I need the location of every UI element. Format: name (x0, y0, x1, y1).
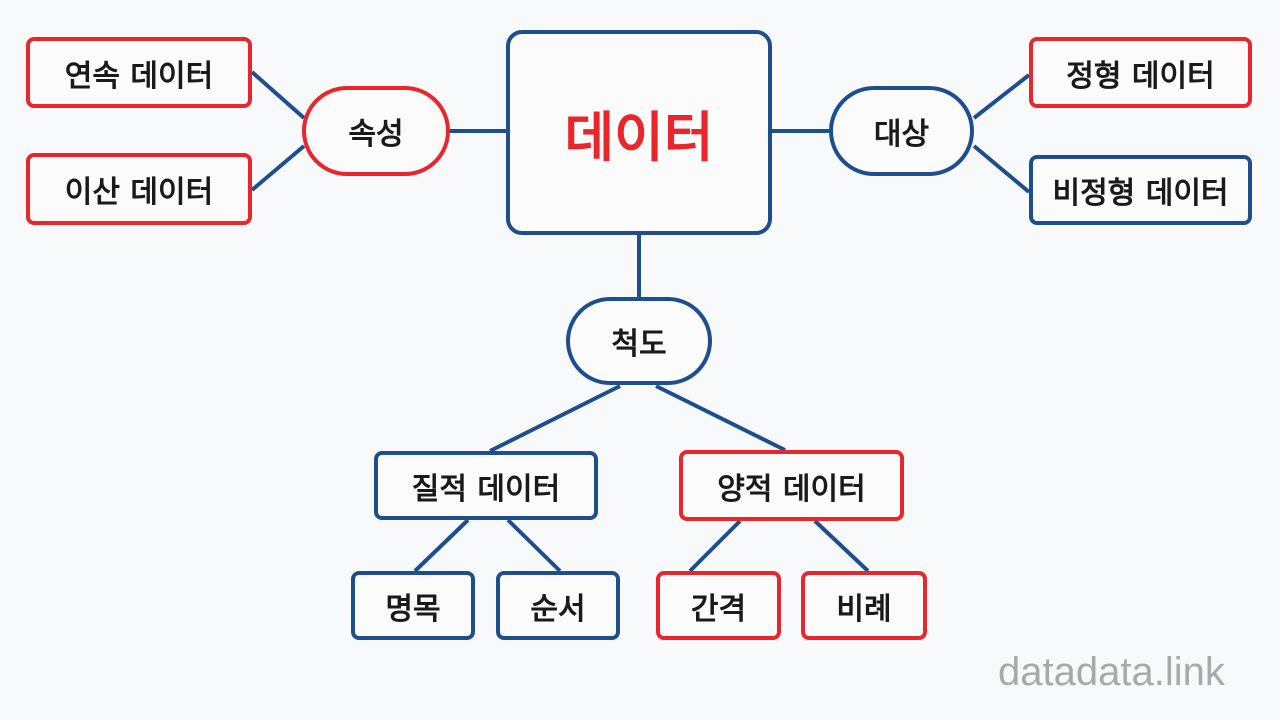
continuous-data-node: 연속 데이터 (26, 37, 252, 108)
connector (813, 519, 870, 573)
connector (250, 70, 306, 120)
nominal-node: 명목 (351, 571, 475, 640)
interval-node: 간격 (656, 571, 781, 640)
connector (688, 519, 742, 573)
connector (655, 384, 786, 452)
attribute-node: 속성 (302, 86, 450, 176)
ratio-node: 비례 (801, 571, 927, 640)
qualitative-data-node: 질적 데이터 (374, 451, 598, 520)
watermark: datadata.link (998, 650, 1225, 694)
discrete-data-node: 이산 데이터 (26, 153, 252, 225)
connector (972, 144, 1031, 194)
unstructured-data-node: 비정형 데이터 (1029, 155, 1252, 225)
structured-data-node: 정형 데이터 (1029, 37, 1252, 108)
connector (413, 518, 470, 573)
ordinal-node: 순서 (496, 571, 620, 640)
connector (250, 144, 306, 192)
quantitative-data-node: 양적 데이터 (679, 450, 904, 521)
center-node: 데이터 (506, 30, 772, 235)
target-node: 대상 (829, 86, 974, 176)
connector (506, 518, 562, 573)
scale-node: 척도 (566, 297, 712, 385)
connector (489, 384, 621, 453)
connector (972, 73, 1031, 120)
